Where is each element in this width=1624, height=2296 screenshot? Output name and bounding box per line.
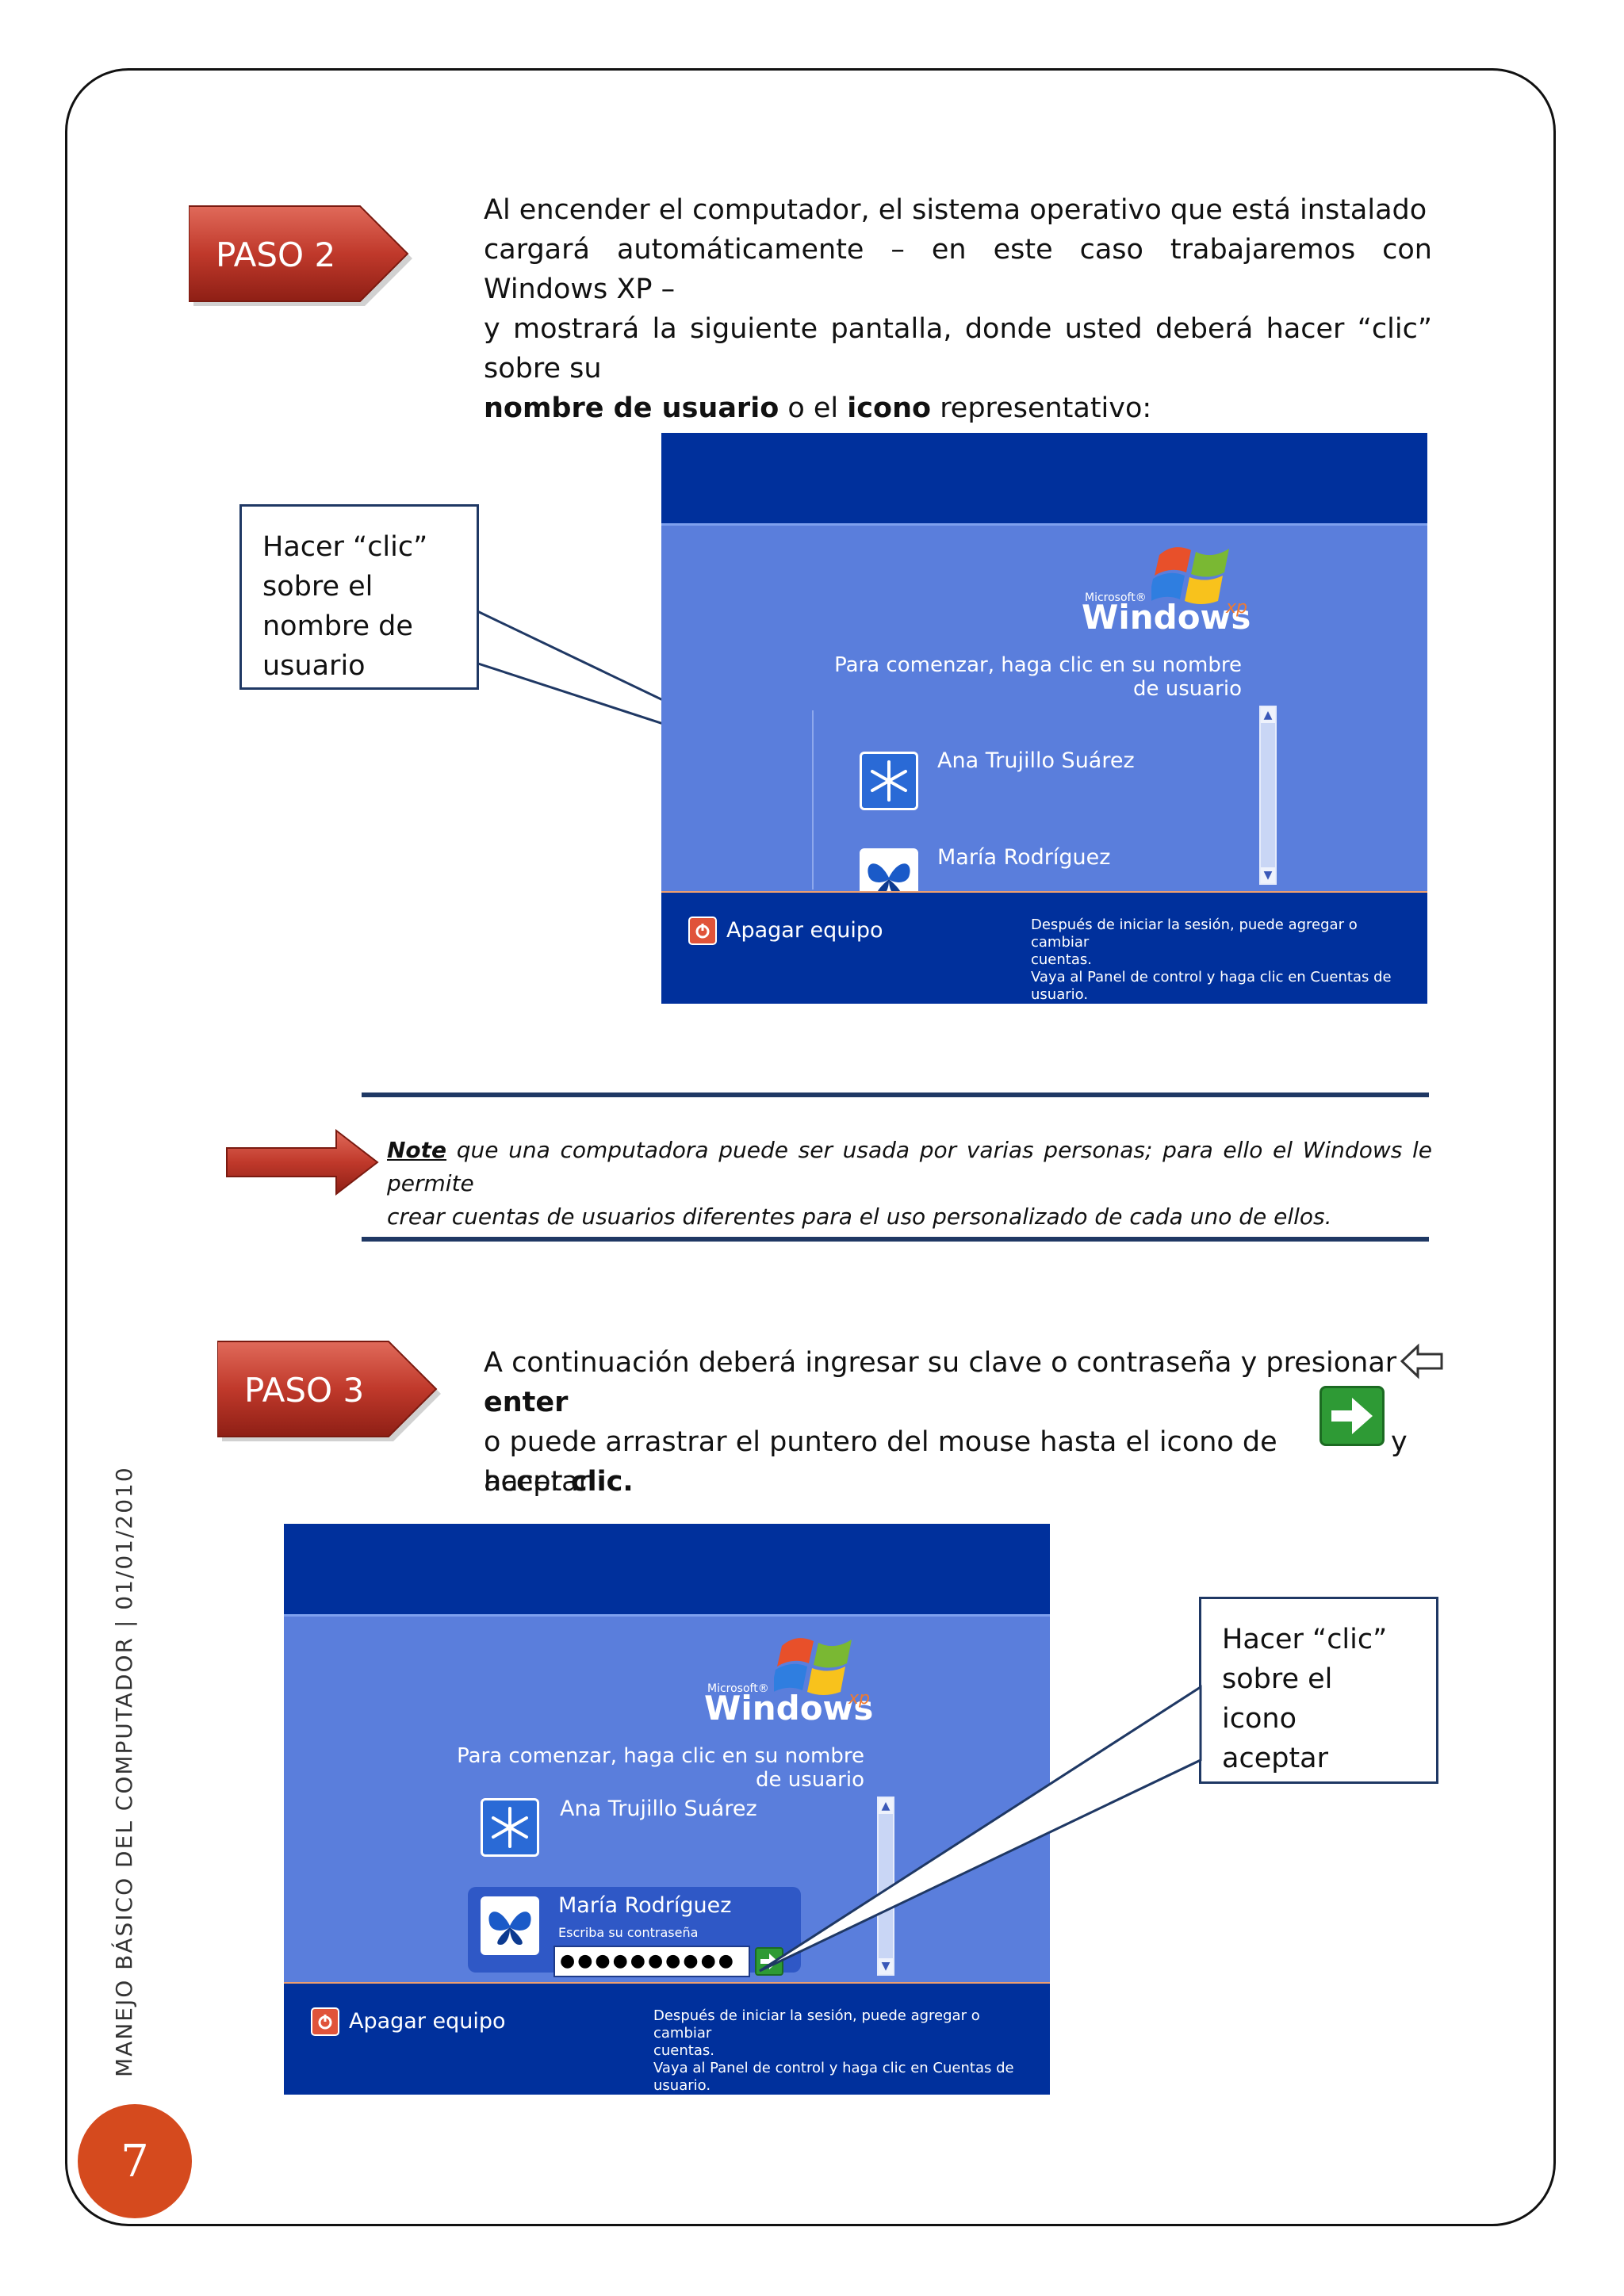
user-tile-ana-2[interactable] <box>481 1798 539 1857</box>
step2-intro: Al encender el computador, el sistema op… <box>484 190 1432 428</box>
callout1-line3: nombre de <box>262 610 413 642</box>
clic-label: clic. <box>570 1466 634 1498</box>
step2-label: PASO 2 <box>216 235 335 274</box>
step3-label: PASO 3 <box>244 1371 364 1410</box>
windows-flag-icon <box>1151 547 1229 604</box>
scroll-up-button[interactable]: ▲ <box>1261 707 1275 723</box>
power-icon-2[interactable] <box>311 2007 339 2036</box>
info-line1: Después de iniciar la sesión, puede agre… <box>1031 916 1358 951</box>
user-list-scrollbar[interactable]: ▲ ▼ <box>1259 706 1277 885</box>
login-prompt2-line2: de usuario <box>755 1768 864 1792</box>
user-name-ana-2[interactable]: Ana Trujillo Suárez <box>560 1797 757 1821</box>
note-top-rule <box>362 1093 1429 1097</box>
vertical-separator <box>812 710 814 890</box>
login-prompt2-line1: Para comenzar, haga clic en su nombre <box>457 1744 864 1768</box>
info2-line4: usuario. <box>653 2077 711 2094</box>
note-paragraph: Note que una computadora puede ser usada… <box>387 1134 1432 1234</box>
xp-logo-text-2: xp <box>848 1689 870 1709</box>
scroll-down-button-2[interactable]: ▼ <box>879 1958 893 1974</box>
windows-logo-text-2: Windows <box>704 1689 874 1728</box>
info2-line1: Después de iniciar la sesión, puede agre… <box>653 2007 980 2042</box>
power-icon[interactable] <box>688 916 717 945</box>
login-info-text: Después de iniciar la sesión, puede agre… <box>1031 916 1411 1004</box>
step3-text3: hacer <box>484 1466 571 1498</box>
note-bottom-rule <box>362 1237 1429 1242</box>
step2-intro-line3: y mostrará la siguiente pantalla, donde … <box>484 313 1432 385</box>
intro-mid: o el <box>779 392 848 424</box>
info-line2: cuentas. <box>1031 951 1092 968</box>
info-line4: usuario. <box>1031 986 1089 1003</box>
microsoft-label-2: Microsoft® <box>707 1682 769 1695</box>
callout2-line3: aceptar <box>1222 1743 1329 1774</box>
step2-arrow-badge: PASO 2 <box>189 205 412 306</box>
step3-line1: A continuación deberá ingresar su clave … <box>484 1343 1475 1422</box>
step2-intro-line1: Al encender el computador, el sistema op… <box>484 194 1427 226</box>
shutdown-button[interactable]: Apagar equipo <box>726 918 883 943</box>
xp-bottom-bar: Apagar equipo Después de iniciar la sesi… <box>661 893 1427 1004</box>
step3-y: y <box>1391 1426 1408 1458</box>
step3-text1: A continuación deberá ingresar su clave … <box>484 1347 1397 1379</box>
user-tile-maria-2[interactable] <box>481 1896 539 1955</box>
user-name-ana[interactable]: Ana Trujillo Suárez <box>937 748 1135 773</box>
callout2-line1: Hacer “clic” <box>1222 1624 1388 1655</box>
xp-logo-text: xp <box>1226 598 1247 618</box>
info-line3: Vaya al Panel de control y haga clic en … <box>1031 969 1392 985</box>
note-lead: Note <box>387 1137 447 1163</box>
step3-arrow-badge: PASO 3 <box>217 1341 441 1441</box>
password-input[interactable]: ●●●●●●●●●● <box>553 1946 750 1977</box>
butterfly-icon-2 <box>488 1911 531 1945</box>
enter-key-icon <box>1400 1343 1443 1380</box>
login-prompt-line1: Para comenzar, haga clic en su nombre <box>834 653 1242 677</box>
login-prompt: Para comenzar, haga clic en su nombre de… <box>822 653 1242 701</box>
enter-key-label: enter <box>484 1387 569 1418</box>
accept-arrow-icon <box>1320 1386 1385 1446</box>
step2-intro-line2: cargará automáticamente – en este caso t… <box>484 234 1432 305</box>
scroll-down-button[interactable]: ▼ <box>1261 867 1275 883</box>
xp-login-screen-2: Microsoft® Windows xp Para comenzar, hag… <box>284 1524 1050 2095</box>
scroll-up-button-2[interactable]: ▲ <box>879 1798 893 1814</box>
xp-bottom-bar-2: Apagar equipo Después de iniciar la sesi… <box>284 1984 1050 2095</box>
callout-click-username: Hacer “clic” sobre el nombre de usuario <box>239 504 479 690</box>
shutdown-button-2[interactable]: Apagar equipo <box>349 2009 506 2034</box>
user-name-maria-2[interactable]: María Rodríguez <box>558 1893 732 1918</box>
step2-intro-line4: nombre de usuario o el icono representat… <box>484 388 1432 428</box>
step3-line2: o puede arrastrar el puntero del mouse h… <box>484 1426 1277 1498</box>
user-name-maria[interactable]: María Rodríguez <box>937 845 1111 870</box>
xp-top-bar <box>661 433 1427 523</box>
xp-bottom-line-2 <box>284 1982 1050 1984</box>
bold-user-name: nombre de usuario <box>484 392 779 424</box>
callout2-line2: sobre el icono <box>1222 1663 1333 1735</box>
info2-line3: Vaya al Panel de control y haga clic en … <box>653 2060 1014 2076</box>
footer-sidebar-text: MANEJO BÁSICO DEL COMPUTADOR | 01/01/201… <box>111 1466 137 2077</box>
note-line2: crear cuentas de usuarios diferentes par… <box>387 1203 1332 1230</box>
page-frame <box>65 68 1556 2226</box>
note-line1: que una computadora puede ser usada por … <box>387 1137 1432 1196</box>
callout1-line4: usuario <box>262 650 366 682</box>
bold-icon: icono <box>847 392 932 424</box>
info2-line2: cuentas. <box>653 2042 714 2059</box>
windows-logo-text: Windows <box>1082 598 1251 637</box>
windows-flag-icon-2 <box>774 1638 852 1695</box>
login-prompt-line2: de usuario <box>1132 677 1242 701</box>
xp-top-line <box>661 523 1427 526</box>
xp-top-bar-2 <box>284 1524 1050 1614</box>
callout-click-accept: Hacer “clic” sobre el icono aceptar <box>1199 1597 1438 1784</box>
intro-tail: representativo: <box>931 392 1152 424</box>
xp-bottom-line <box>661 891 1427 894</box>
xp-login-screen-1: Microsoft® Windows xp Para comenzar, hag… <box>661 433 1427 1004</box>
callout1-line1: Hacer “clic” <box>262 531 428 563</box>
user-tile-ana[interactable] <box>860 752 918 810</box>
snowflake-icon <box>871 760 907 802</box>
xp-top-line-2 <box>284 1614 1050 1617</box>
login-info-text-2: Después de iniciar la sesión, puede agre… <box>653 2007 1034 2095</box>
callout1-line2: sobre el <box>262 571 373 603</box>
snowflake-icon-2 <box>492 1807 528 1848</box>
page-number-badge: 7 <box>78 2104 192 2218</box>
login-prompt-2: Para comenzar, haga clic en su nombre de… <box>444 1744 864 1792</box>
password-hint: Escriba su contraseña <box>558 1925 699 1940</box>
step3-line3: hacer clic. <box>484 1462 634 1502</box>
note-arrow-icon <box>226 1129 379 1196</box>
microsoft-label: Microsoft® <box>1085 591 1147 604</box>
